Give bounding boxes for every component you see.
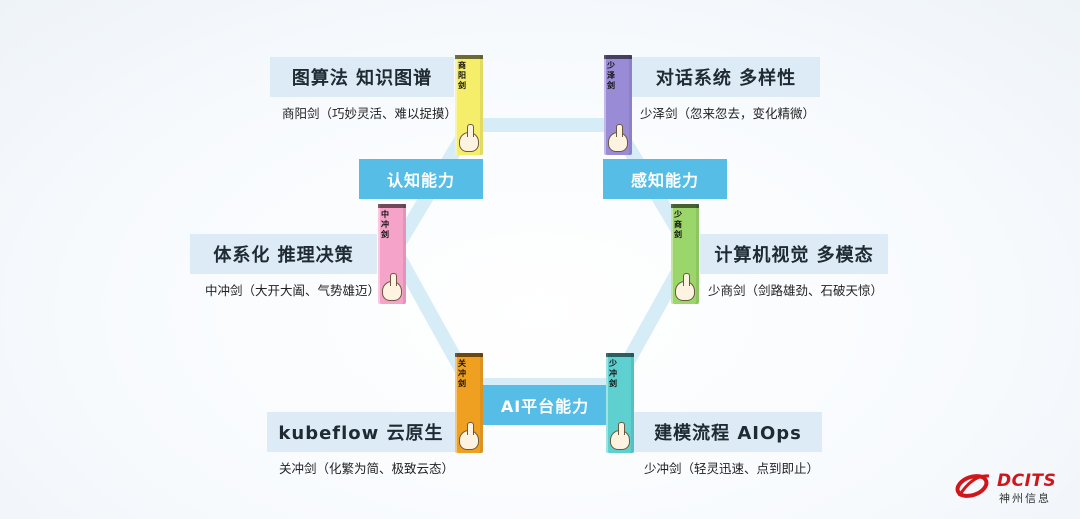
sword-tip — [378, 204, 406, 208]
sword-label: 商阳剑 — [458, 61, 466, 90]
sword-tip — [455, 353, 483, 357]
sword-tip — [455, 55, 483, 59]
company-logo: DCITS 神州信息 — [955, 468, 1065, 508]
sword-label: 中冲剑 — [381, 210, 389, 239]
pointing-hand-icon — [675, 273, 695, 301]
node-subtitle-kubeflow: 关冲剑（化繁为简、极致云态） — [279, 461, 455, 476]
sword-label: 少冲剑 — [609, 359, 617, 388]
node-title-kubeflow: kubeflow 云原生 — [267, 412, 455, 452]
capability-cognitive: 认知能力 — [359, 159, 483, 199]
pointing-hand-icon — [459, 124, 479, 152]
sword-label: 关冲剑 — [458, 359, 466, 388]
sword-label: 少商剑 — [674, 210, 682, 239]
node-title-aiops: 建模流程 AIOps — [634, 412, 822, 452]
sword-tip — [606, 353, 634, 357]
pointing-hand-icon — [610, 422, 630, 450]
node-title-computer-vision: 计算机视觉 多模态 — [700, 234, 888, 274]
node-subtitle-reasoning: 中冲剑（大开大阖、气势雄迈） — [205, 283, 381, 298]
sword-shaochong: 少冲剑 — [606, 353, 634, 453]
capability-perception: 感知能力 — [603, 159, 727, 199]
node-subtitle-aiops: 少冲剑（轻灵迅速、点到即止） — [644, 461, 820, 476]
dcits-logo-icon — [955, 474, 990, 498]
logo-brand: DCITS — [997, 471, 1057, 491]
sword-tip — [604, 55, 632, 59]
node-title-dialogue: 对话系统 多样性 — [632, 57, 820, 97]
sword-shaoshang: 少商剑 — [671, 204, 699, 304]
sword-shangyang: 商阳剑 — [455, 55, 483, 155]
pointing-hand-icon — [382, 273, 402, 301]
sword-guanchong: 关冲剑 — [455, 353, 483, 453]
logo-name: 神州信息 — [999, 492, 1051, 505]
sword-tip — [671, 204, 699, 208]
node-subtitle-computer-vision: 少商剑（剑路雄劲、石破天惊） — [708, 283, 884, 298]
sword-label: 少泽剑 — [607, 61, 615, 90]
sword-shaoze: 少泽剑 — [604, 55, 632, 155]
pointing-hand-icon — [459, 422, 479, 450]
node-title-reasoning: 体系化 推理决策 — [190, 234, 377, 274]
node-subtitle-dialogue: 少泽剑（忽来忽去，变化精微） — [640, 106, 816, 121]
node-title-graph-algorithm: 图算法 知识图谱 — [270, 57, 454, 97]
node-subtitle-graph-algorithm: 商阳剑（巧妙灵活、难以捉摸） — [282, 106, 458, 121]
capability-ai-platform: AI平台能力 — [483, 385, 607, 425]
pointing-hand-icon — [608, 124, 628, 152]
sword-zhongchong: 中冲剑 — [378, 204, 406, 304]
